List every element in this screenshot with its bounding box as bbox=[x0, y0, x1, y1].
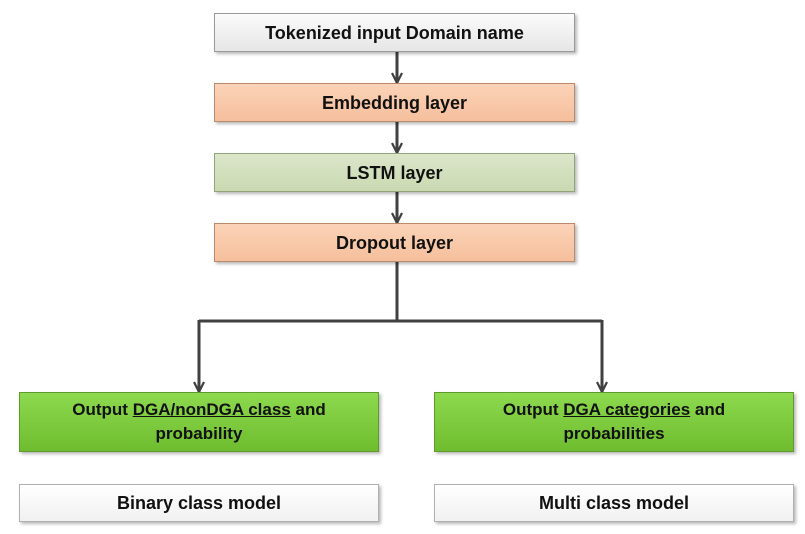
multi-output-prefix: Output bbox=[502, 400, 564, 419]
binary-output-prefix: Output bbox=[72, 400, 133, 419]
multi-output-text: Output DGA categories and probabilities bbox=[503, 398, 725, 446]
input-node-label: Tokenized input Domain name bbox=[265, 22, 524, 43]
multi-output-underlined: DGA categories bbox=[563, 400, 691, 419]
binary-output-suffix: and bbox=[290, 400, 326, 419]
binary-model-caption: Binary class model bbox=[19, 484, 379, 522]
binary-output-underlined: DGA/nonDGA class bbox=[132, 400, 291, 419]
multi-model-label: Multi class model bbox=[538, 493, 690, 513]
embedding-layer-node: Embedding layer bbox=[214, 83, 575, 122]
lstm-layer-node: LSTM layer bbox=[214, 153, 575, 192]
binary-output-node: Output DGA/nonDGA class and probability bbox=[19, 392, 379, 452]
multi-model-caption: Multi class model bbox=[434, 484, 794, 522]
input-node: Tokenized input Domain name bbox=[214, 13, 575, 52]
binary-output-line2: probability bbox=[155, 424, 243, 443]
dropout-layer-label: Dropout layer bbox=[335, 232, 454, 253]
multi-output-suffix: and bbox=[690, 400, 726, 419]
multi-output-node: Output DGA categories and probabilities bbox=[434, 392, 794, 452]
embedding-layer-label: Embedding layer bbox=[321, 92, 468, 113]
multi-output-line2: probabilities bbox=[563, 424, 665, 443]
binary-model-label: Binary class model bbox=[116, 493, 282, 513]
lstm-layer-label: LSTM layer bbox=[346, 162, 443, 183]
dropout-layer-node: Dropout layer bbox=[214, 223, 575, 262]
binary-output-text: Output DGA/nonDGA class and probability bbox=[72, 398, 325, 446]
